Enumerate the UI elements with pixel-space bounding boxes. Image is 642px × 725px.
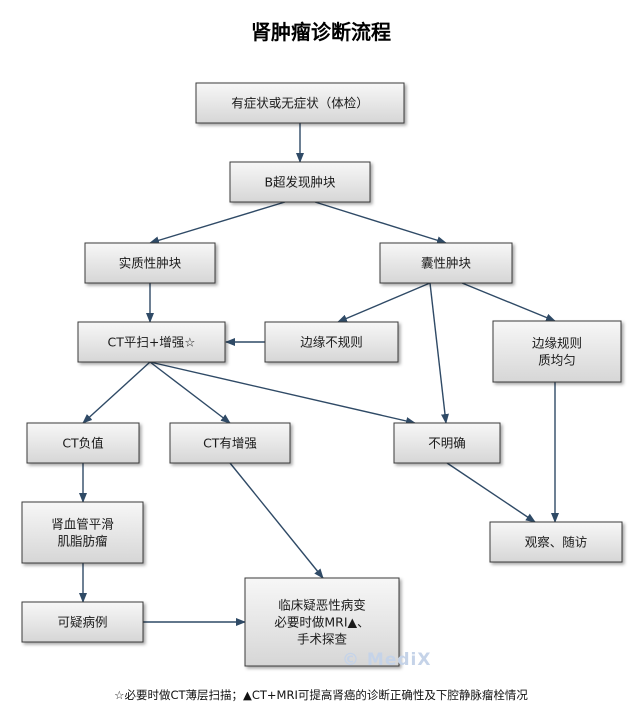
node-box [379,242,513,284]
node-label: 肌脂肪瘤 [57,534,108,549]
node-box [26,422,140,464]
node-box [393,422,501,464]
node-observe: 观察、随访 [489,521,623,563]
node-box [195,82,405,124]
node-ct-scan: CT平扫+增强☆ [77,321,226,363]
node-label: 临床疑恶性病变 [278,598,366,613]
flow-arrow [446,462,536,523]
node-box [21,501,144,564]
node-box [77,321,226,363]
flow-arrow [337,282,431,323]
node-label: 实质性肿块 [119,256,182,271]
watermark-logo: © MediX [342,650,432,670]
node-ct-enhanced: CT有增强 [169,422,291,464]
node-label: CT平扫+增强☆ [107,335,195,350]
flow-arrow [149,361,231,424]
flowchart-edges [79,123,559,626]
flow-arrow [82,361,151,424]
node-box [169,422,291,464]
node-box [84,242,216,284]
node-label: CT负值 [62,436,103,451]
node-label: 观察、随访 [525,535,588,550]
node-irregular-edge: 边缘不规则 [264,321,399,363]
node-label: 可疑病例 [57,615,107,630]
node-label: 边缘规则 [532,336,582,351]
node-label: CT有增强 [203,436,257,451]
node-cystic-mass: 囊性肿块 [379,242,513,284]
node-box [492,320,622,383]
footnote: ☆必要时做CT薄层扫描；▲CT+MRI可提高肾癌的诊断正确性及下腔静脉瘤栓情况 [114,688,528,702]
flow-arrow [314,201,447,245]
node-symptom: 有症状或无症状（体检） [195,82,405,124]
flow-arrow [229,462,324,579]
node-box [229,161,371,203]
node-ct-negative: CT负值 [26,422,140,464]
node-box [264,321,399,363]
node-box [489,521,623,563]
node-label: 肾血管平滑 [51,517,114,532]
node-label: 有症状或无症状（体检） [231,96,369,111]
flow-arrow [149,201,286,245]
node-label: 必要时做MRI▲、 [274,615,369,630]
node-label: 不明确 [428,436,466,451]
node-unclear: 不明确 [393,422,501,464]
node-label: 边缘不规则 [300,335,363,350]
node-label: 手术探查 [297,632,348,647]
node-suspicious: 可疑病例 [21,601,144,643]
flow-arrow [149,361,416,425]
node-label: B超发现肿块 [264,175,336,190]
node-label: 囊性肿块 [421,256,472,271]
node-box [21,601,144,643]
flow-arrow [429,282,449,424]
node-solid-mass: 实质性肿块 [84,242,216,284]
diagram-title: 肾肿瘤诊断流程 [251,20,391,44]
flow-arrow [461,282,556,322]
node-label: 质均匀 [538,353,576,368]
node-b-ultrasound: B超发现肿块 [229,161,371,203]
node-box [244,577,400,667]
